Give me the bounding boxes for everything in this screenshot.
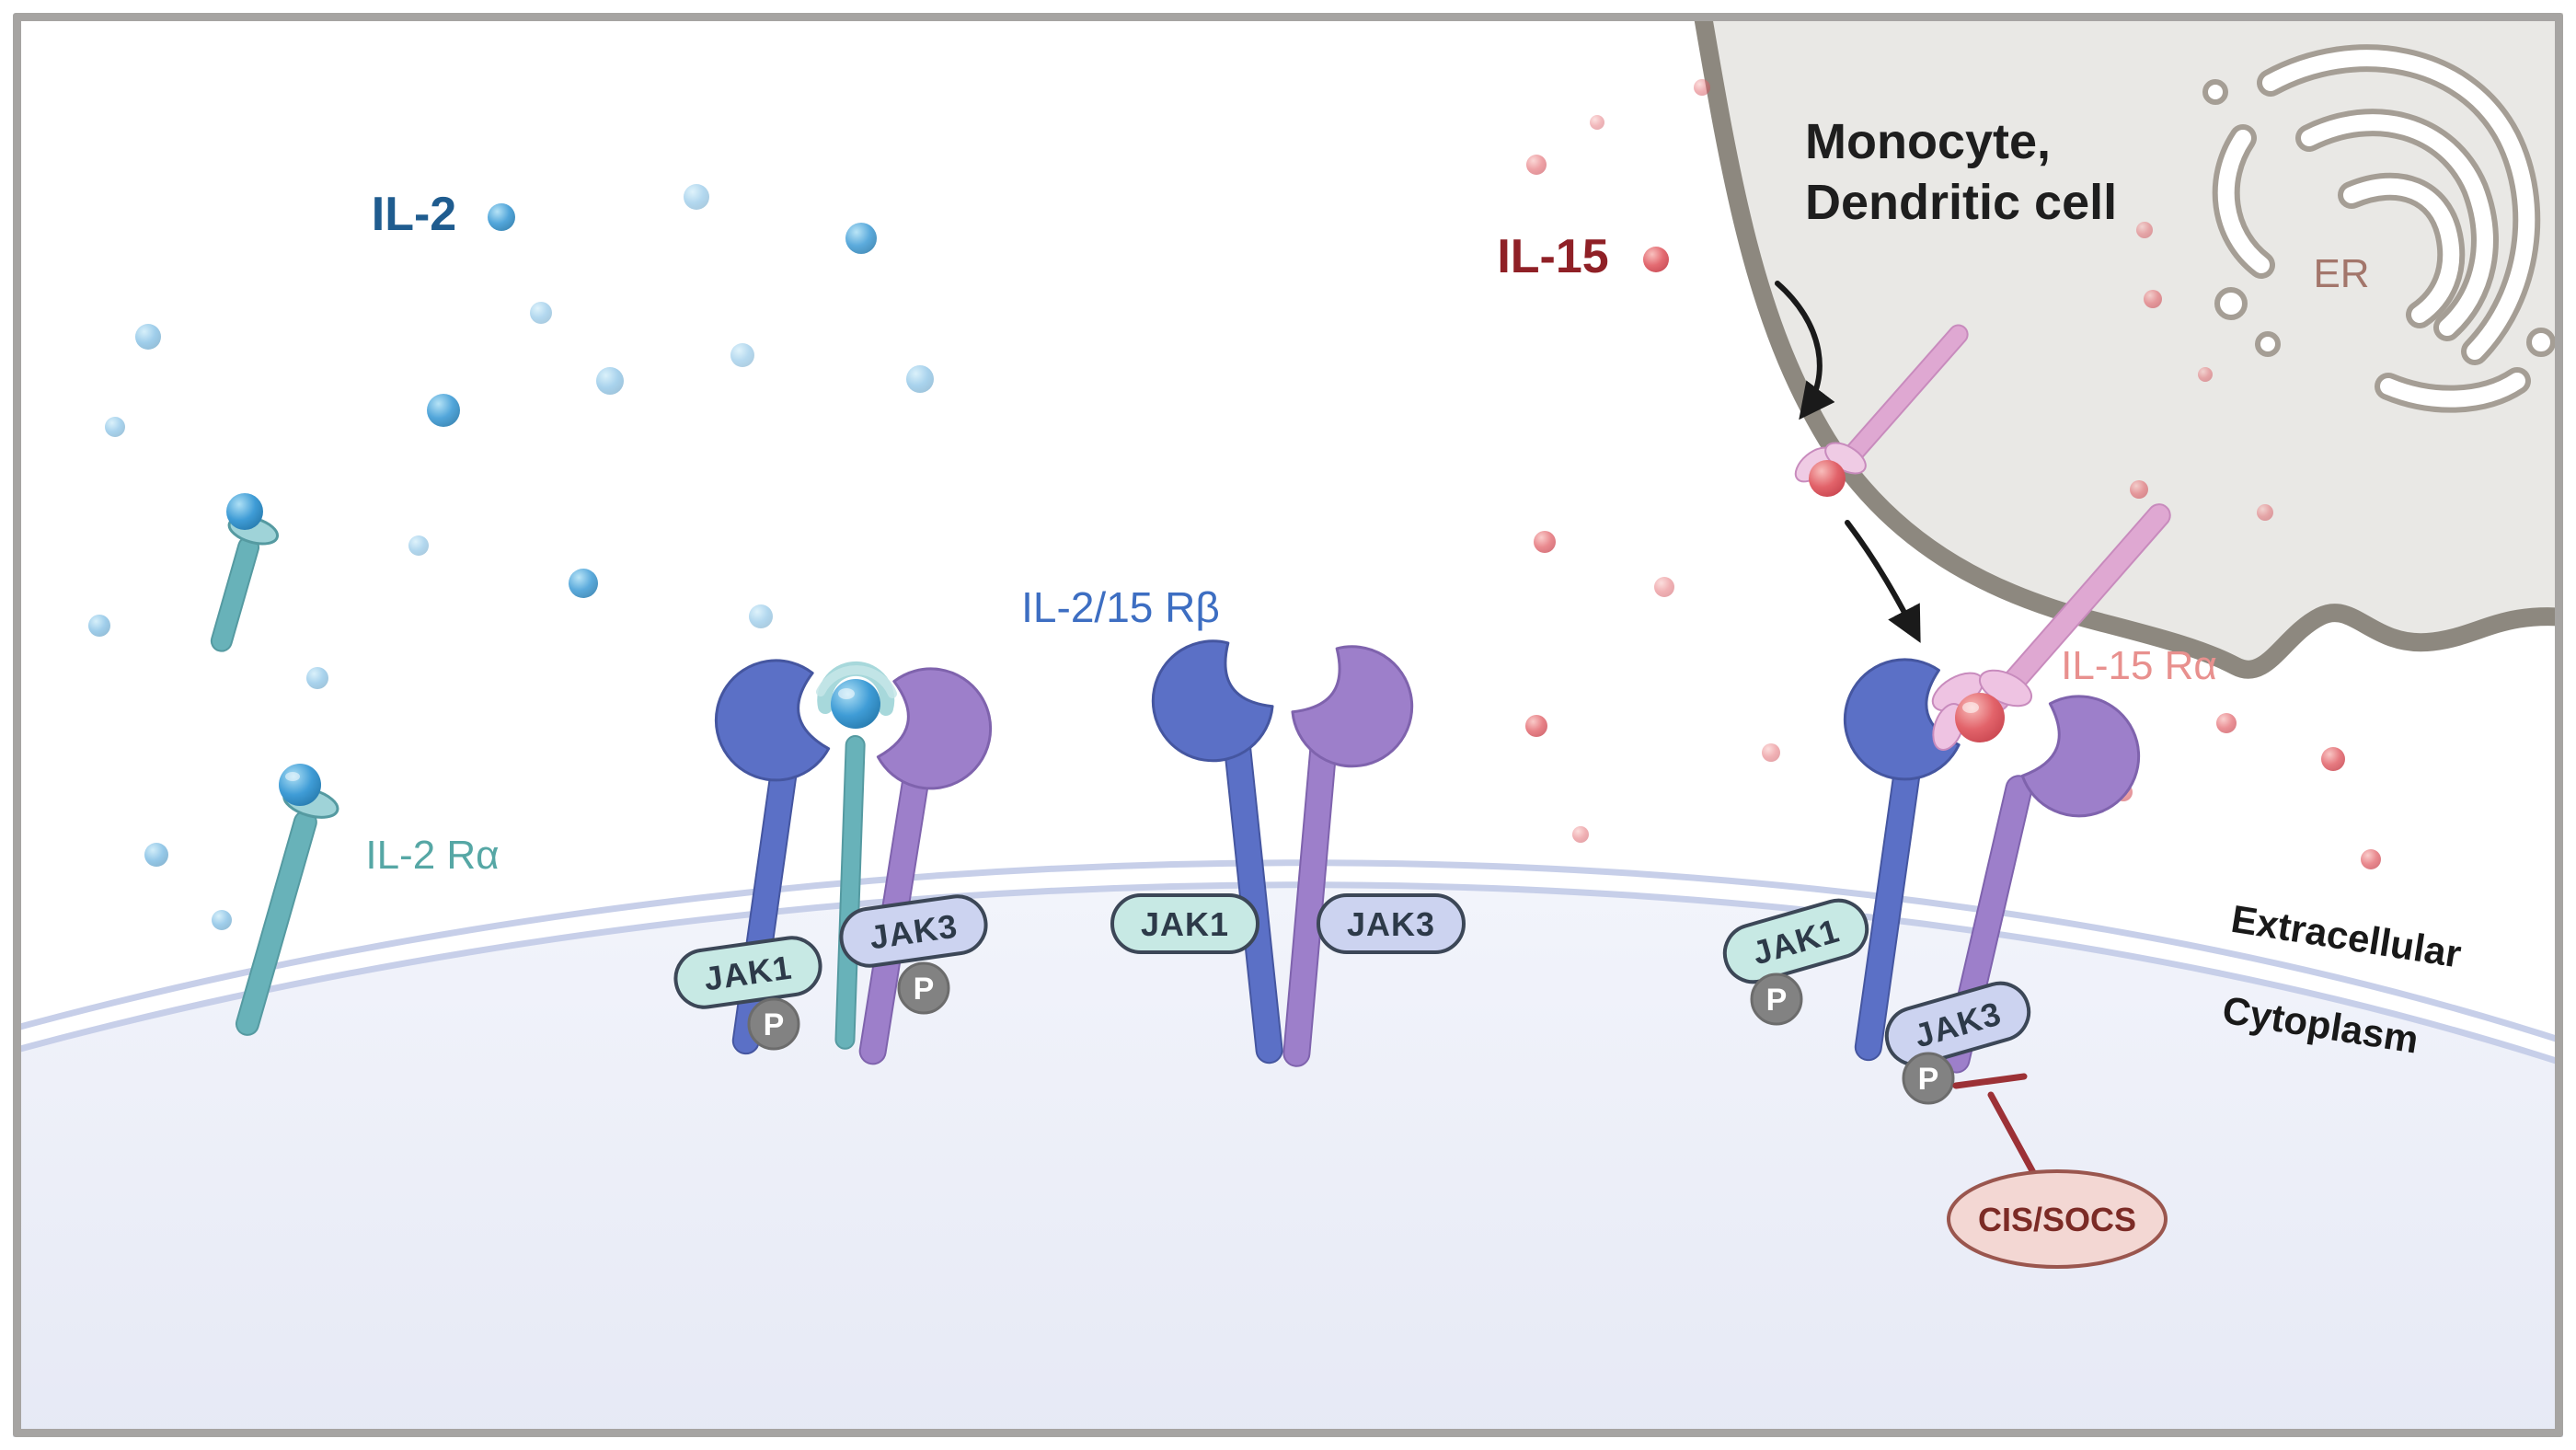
- trafficking-arrows: [1775, 281, 1921, 643]
- jak3-pill: JAK3: [1317, 893, 1466, 954]
- phospho-badge: P: [1902, 1052, 1955, 1105]
- il2-receptor-complex: JAK1 P JAK3 P: [673, 650, 1004, 1065]
- jak1-label: JAK1: [1141, 905, 1229, 943]
- inhibition-tbar: [1952, 1073, 2028, 1089]
- il15ra-presenting-receptor: [1794, 324, 1969, 497]
- phospho-label: P: [1766, 983, 1788, 1018]
- il15-ligand-ball: [1809, 460, 1846, 497]
- il2-molecule-dots: [88, 184, 934, 930]
- il15-ligand-ball: [1955, 693, 2005, 742]
- jak3-pill: JAK3: [839, 894, 988, 968]
- er-to-membrane-arrow: [1775, 281, 1835, 420]
- phospho-badge: P: [747, 997, 800, 1051]
- il15ra-label: IL-15 Rα: [2061, 643, 2217, 688]
- il2-ligand-ball: [831, 679, 880, 729]
- phospho-label: P: [914, 972, 935, 1007]
- il2-ligand-ball: [226, 493, 263, 530]
- il15-receptor-complex: JAK1 P JAK3 P: [1722, 503, 2171, 1105]
- cis-socs-inhibitor: CIS/SOCS: [1947, 1073, 2168, 1269]
- monocyte-body: [1691, 0, 2576, 679]
- transpresentation-arrow: [1845, 520, 1921, 643]
- cis-socs-label: CIS/SOCS: [1978, 1201, 2136, 1238]
- jak1-pill: JAK1: [1722, 898, 1869, 984]
- phospho-badge: P: [1750, 972, 1803, 1026]
- il15-molecule-dots: [1525, 79, 2381, 869]
- jak3-label: JAK3: [1347, 905, 1435, 943]
- monocyte-dendritic-cell: [1691, 0, 2576, 679]
- il215rb-label: IL-2/15 Rβ: [1021, 583, 1220, 631]
- inhibition-line: [1987, 1091, 2039, 1180]
- monocyte-label-line2: Dendritic cell: [1805, 175, 2117, 230]
- cis-socs-bubble: [1947, 1169, 2168, 1269]
- il215rb-receptor-complex: JAK1 JAK3: [1110, 624, 1466, 1067]
- jak3-pill: JAK3: [1884, 981, 2031, 1067]
- il2ra-receptor-free-1: [210, 493, 280, 652]
- il2ra-label: IL-2 Rα: [365, 833, 499, 878]
- jak1-pill: JAK1: [1110, 893, 1259, 954]
- il15-title-label: IL-15: [1497, 230, 1608, 283]
- monocyte-label-line1: Monocyte,: [1805, 114, 2051, 169]
- il2-title-label: IL-2: [372, 188, 456, 241]
- jak1-pill: JAK1: [673, 936, 822, 1009]
- phospho-label: P: [1918, 1062, 1939, 1097]
- il2-ligand-ball: [279, 764, 321, 806]
- il2ra-receptor-free-2: [235, 764, 339, 1036]
- phospho-label: P: [764, 1007, 785, 1042]
- phospho-badge: P: [897, 961, 950, 1015]
- er-label: ER: [2313, 251, 2369, 296]
- endoplasmic-reticulum-icon: [2202, 44, 2556, 413]
